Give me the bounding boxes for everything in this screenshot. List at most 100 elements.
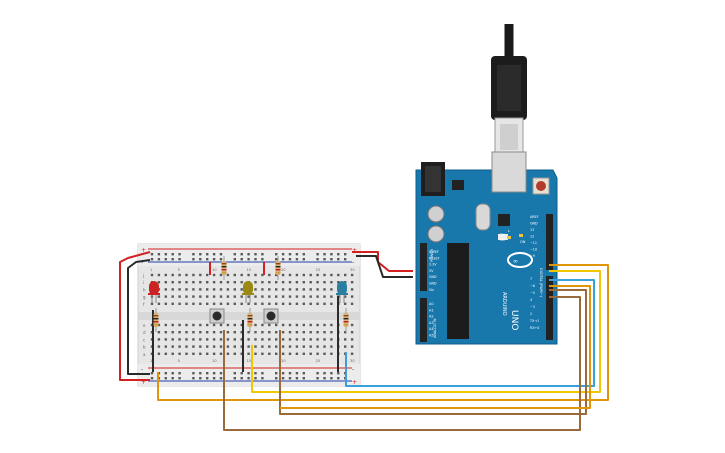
digital-pin-label: 12: [530, 235, 534, 239]
row-letter: d: [143, 330, 146, 335]
digital-pin-label: 8: [530, 261, 532, 265]
digital-pin-label: ~6: [530, 284, 535, 288]
row-letter: b: [143, 345, 146, 350]
resistor-blue-led[interactable]: [343, 308, 349, 332]
wire-pin-5[interactable]: [223, 296, 581, 431]
wire-pin-9[interactable]: [251, 270, 601, 393]
digital-header-label: DIGITAL (PWM~): [539, 268, 543, 298]
wire-rail-plus-bridge[interactable]: [119, 251, 151, 381]
row-letter: a: [143, 352, 146, 357]
digital-pin-label: ~5: [530, 291, 535, 295]
red-led[interactable]: [148, 281, 160, 303]
power-pin-label: GND: [429, 275, 437, 279]
power-pin-label: 5V: [429, 269, 434, 273]
rail-plus-label: +: [141, 247, 146, 254]
row-letter: g: [143, 295, 146, 300]
column-number: 20: [281, 359, 285, 363]
digital-pin-label: ~10: [530, 248, 537, 252]
power-header-label: POWER: [430, 248, 434, 262]
digital-pin-label: 4: [530, 298, 532, 302]
digital-pin-label: 13: [530, 228, 534, 232]
column-number: 15: [247, 359, 251, 363]
rail-plus-label: +: [352, 379, 357, 386]
analog-header-label: ANALOG IN: [433, 318, 437, 338]
digital-pin-label: RX←0: [530, 326, 539, 330]
wire-pin-8[interactable]: [280, 285, 591, 409]
rail-minus-label: -: [352, 366, 354, 373]
column-number: 10: [212, 359, 216, 363]
column-number: 25: [316, 359, 320, 363]
wire-5v[interactable]: [352, 251, 413, 272]
column-number: 25: [316, 268, 320, 272]
resistor-button2[interactable]: [275, 256, 281, 280]
digital-pin-label: ~9: [530, 254, 535, 258]
pushbutton-2[interactable]: [263, 308, 279, 324]
wire-rail-minus-bridge[interactable]: [127, 259, 151, 375]
on-label: ON: [520, 240, 526, 244]
resistor-yellow-led[interactable]: [247, 308, 253, 332]
row-letter: e: [143, 323, 146, 328]
wire-pin-10[interactable]: [157, 264, 609, 401]
analog-pin-label: A5: [429, 334, 434, 338]
power-pin-label: GND: [429, 282, 437, 286]
power-pin-label: Vin: [429, 288, 434, 292]
digital-header-low[interactable]: [546, 276, 553, 340]
power-pin-label: RESET: [429, 256, 441, 260]
analog-header[interactable]: [420, 298, 427, 342]
row-letter: c: [143, 337, 145, 342]
rail-minus-label: -: [141, 259, 143, 266]
rail-plus-label: +: [141, 379, 146, 386]
board-model-label: UNO: [509, 310, 519, 330]
analog-pin-label: A2: [429, 315, 434, 319]
digital-pin-label: 7: [530, 277, 532, 281]
rail-minus-label: -: [141, 366, 143, 373]
digital-pin-label: 2: [530, 312, 532, 316]
wires: [119, 251, 609, 431]
column-number: 10: [212, 268, 216, 272]
row-letter: h: [143, 287, 146, 292]
digital-pin-label: ~3: [530, 305, 535, 309]
resistor-red-led[interactable]: [153, 308, 159, 332]
wire-gnd[interactable]: [356, 255, 413, 278]
analog-pin-label: A4: [429, 327, 434, 331]
column-number: 5: [178, 268, 180, 272]
column-number: 15: [247, 268, 251, 272]
components: [148, 256, 349, 332]
digital-pin-label: TX→1: [529, 319, 539, 323]
blue-led[interactable]: [336, 281, 348, 303]
row-letter: j: [142, 273, 144, 278]
analog-pin-label: A3: [429, 321, 434, 325]
rx-label: RX: [500, 238, 505, 242]
wire-pin-7[interactable]: [345, 279, 595, 387]
digital-header-high[interactable]: [546, 214, 553, 270]
column-number: 30: [350, 359, 354, 363]
wire-pin-6[interactable]: [279, 289, 587, 415]
power-header[interactable]: [420, 243, 427, 291]
column-number: 30: [350, 268, 354, 272]
analog-pin-label: A0: [429, 302, 434, 306]
row-letter: i: [143, 280, 144, 285]
l-label: L: [508, 229, 510, 233]
resistor-button1[interactable]: [221, 256, 227, 280]
row-letter: f: [143, 302, 145, 307]
tx-label: TX: [499, 233, 505, 237]
rail-minus-label: -: [352, 259, 354, 266]
rail-plus-label: +: [352, 247, 357, 254]
yellow-led[interactable]: [242, 281, 254, 303]
analog-pin-label: A1: [429, 308, 434, 312]
column-number: 5: [178, 359, 180, 363]
power-pin-label: IOREF: [429, 250, 439, 254]
pushbutton-1[interactable]: [209, 308, 225, 324]
board-logo-label: ARDUINO: [501, 292, 507, 316]
column-number: 1: [150, 359, 152, 363]
column-number: 20: [281, 268, 285, 272]
svg-text:∞: ∞: [513, 258, 518, 265]
digital-pin-label: ~11: [530, 241, 537, 245]
column-number: 1: [150, 268, 152, 272]
digital-pin-label: AREF: [530, 215, 539, 219]
arduino-logo: [507, 252, 533, 268]
usb-cable: [491, 23, 527, 153]
digital-pin-label: GND: [530, 222, 538, 226]
